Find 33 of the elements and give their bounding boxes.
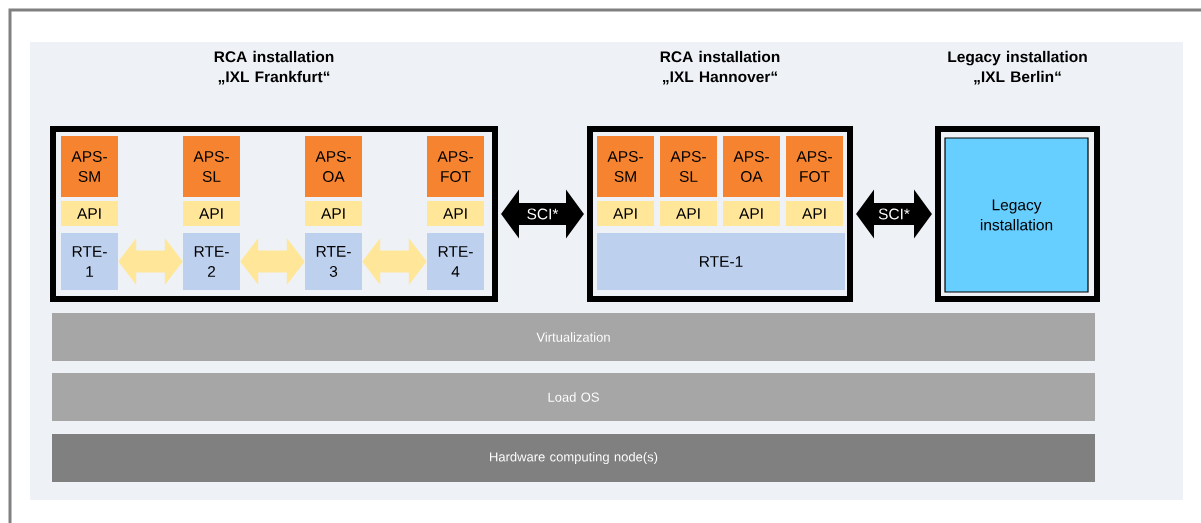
double-arrow	[501, 189, 584, 239]
api-box: API	[305, 201, 362, 226]
api-box: API	[786, 201, 843, 226]
double-arrow	[362, 238, 427, 285]
runtime-box: RTE-1	[597, 233, 845, 290]
legacy-box: Legacy installation	[944, 137, 1089, 293]
api-box: API	[597, 201, 654, 226]
double-arrow	[856, 189, 932, 239]
installation-heading: Legacy installation „IXL Berlin“	[948, 50, 1087, 85]
application-box: APS- SL	[183, 136, 240, 197]
runtime-box: RTE- 3	[305, 233, 362, 290]
application-box: APS- SL	[660, 136, 717, 197]
runtime-box: RTE- 2	[183, 233, 240, 290]
layer-bar: Load OS	[52, 373, 1095, 421]
application-box: APS- FOT	[427, 136, 484, 197]
api-box: API	[660, 201, 717, 226]
api-box: API	[183, 201, 240, 226]
api-box: API	[61, 201, 118, 226]
application-box: APS- FOT	[786, 136, 843, 197]
hardware-bar: Hardware computing node(s)	[52, 434, 1095, 482]
runtime-box: RTE- 1	[61, 233, 118, 290]
application-box: APS- SM	[61, 136, 118, 197]
installation-heading: RCA installation „IXL Frankfurt“	[214, 50, 334, 85]
runtime-box: RTE- 4	[427, 233, 484, 290]
layer-bar: Virtualization	[52, 313, 1095, 361]
double-arrow	[118, 238, 183, 285]
application-box: APS- OA	[723, 136, 780, 197]
double-arrow	[240, 238, 305, 285]
api-box: API	[427, 201, 484, 226]
application-box: APS- OA	[305, 136, 362, 197]
application-box: APS- SM	[597, 136, 654, 197]
installation-heading: RCA installation „IXL Hannover“	[660, 50, 780, 85]
api-box: API	[723, 201, 780, 226]
